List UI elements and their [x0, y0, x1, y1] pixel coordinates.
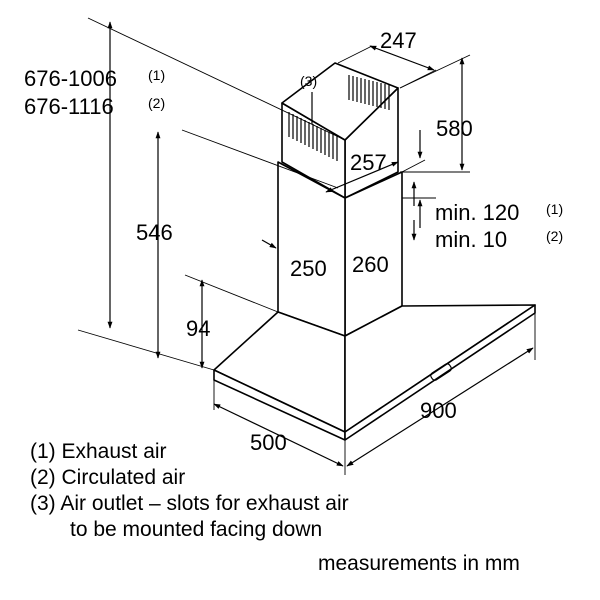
legend-air-outlet: (3) Air outlet – slots for exhaust air	[30, 492, 349, 515]
label-chimney-depth: 257	[350, 150, 387, 175]
label-body-height: 546	[136, 220, 173, 245]
label-total-height-2: 676-1116	[24, 94, 114, 119]
dim-hood-depth	[213, 403, 344, 467]
label-hood-width: 900	[420, 398, 457, 423]
construction-lines	[77, 17, 536, 475]
label-total-height-1: 676-1006	[24, 66, 117, 91]
label-duct-right: 260	[352, 252, 389, 277]
air-outlet-slots-left	[288, 112, 338, 161]
air-outlet-slots-right	[348, 75, 390, 110]
dimension-lines	[107, 21, 534, 467]
label-chimney-height: 580	[436, 116, 473, 141]
legend-circulated-air: (2) Circulated air	[30, 466, 185, 489]
label-canopy-height: 94	[186, 316, 210, 341]
label-total-height-2-note: (2)	[148, 95, 165, 111]
dim-hood-width	[346, 347, 534, 467]
label-hood-depth: 500	[250, 430, 287, 455]
label-min-1-note: (1)	[546, 201, 563, 217]
label-slot-marker: (3)	[300, 73, 317, 89]
label-min-1: min. 120	[435, 200, 519, 225]
dim-chimney-width	[369, 45, 435, 71]
label-duct-left: 250	[290, 256, 327, 281]
dim-duct-pointer	[261, 239, 277, 249]
label-min-2: min. 10	[435, 227, 507, 252]
units-note: measurements in mm	[318, 552, 520, 575]
legend-exhaust-air: (1) Exhaust air	[30, 440, 167, 463]
dimension-labels: 247 580 257 (3) 676-1006 (1) 676-1116 (2…	[24, 28, 563, 455]
legend: (1) Exhaust air (2) Circulated air (3) A…	[30, 440, 520, 575]
dim-chimney-depth	[325, 161, 399, 193]
label-total-height-1-note: (1)	[148, 67, 165, 83]
legend-mounting-note: to be mounted facing down	[70, 518, 322, 541]
label-chimney-width: 247	[380, 28, 417, 53]
label-min-2-note: (2)	[546, 228, 563, 244]
